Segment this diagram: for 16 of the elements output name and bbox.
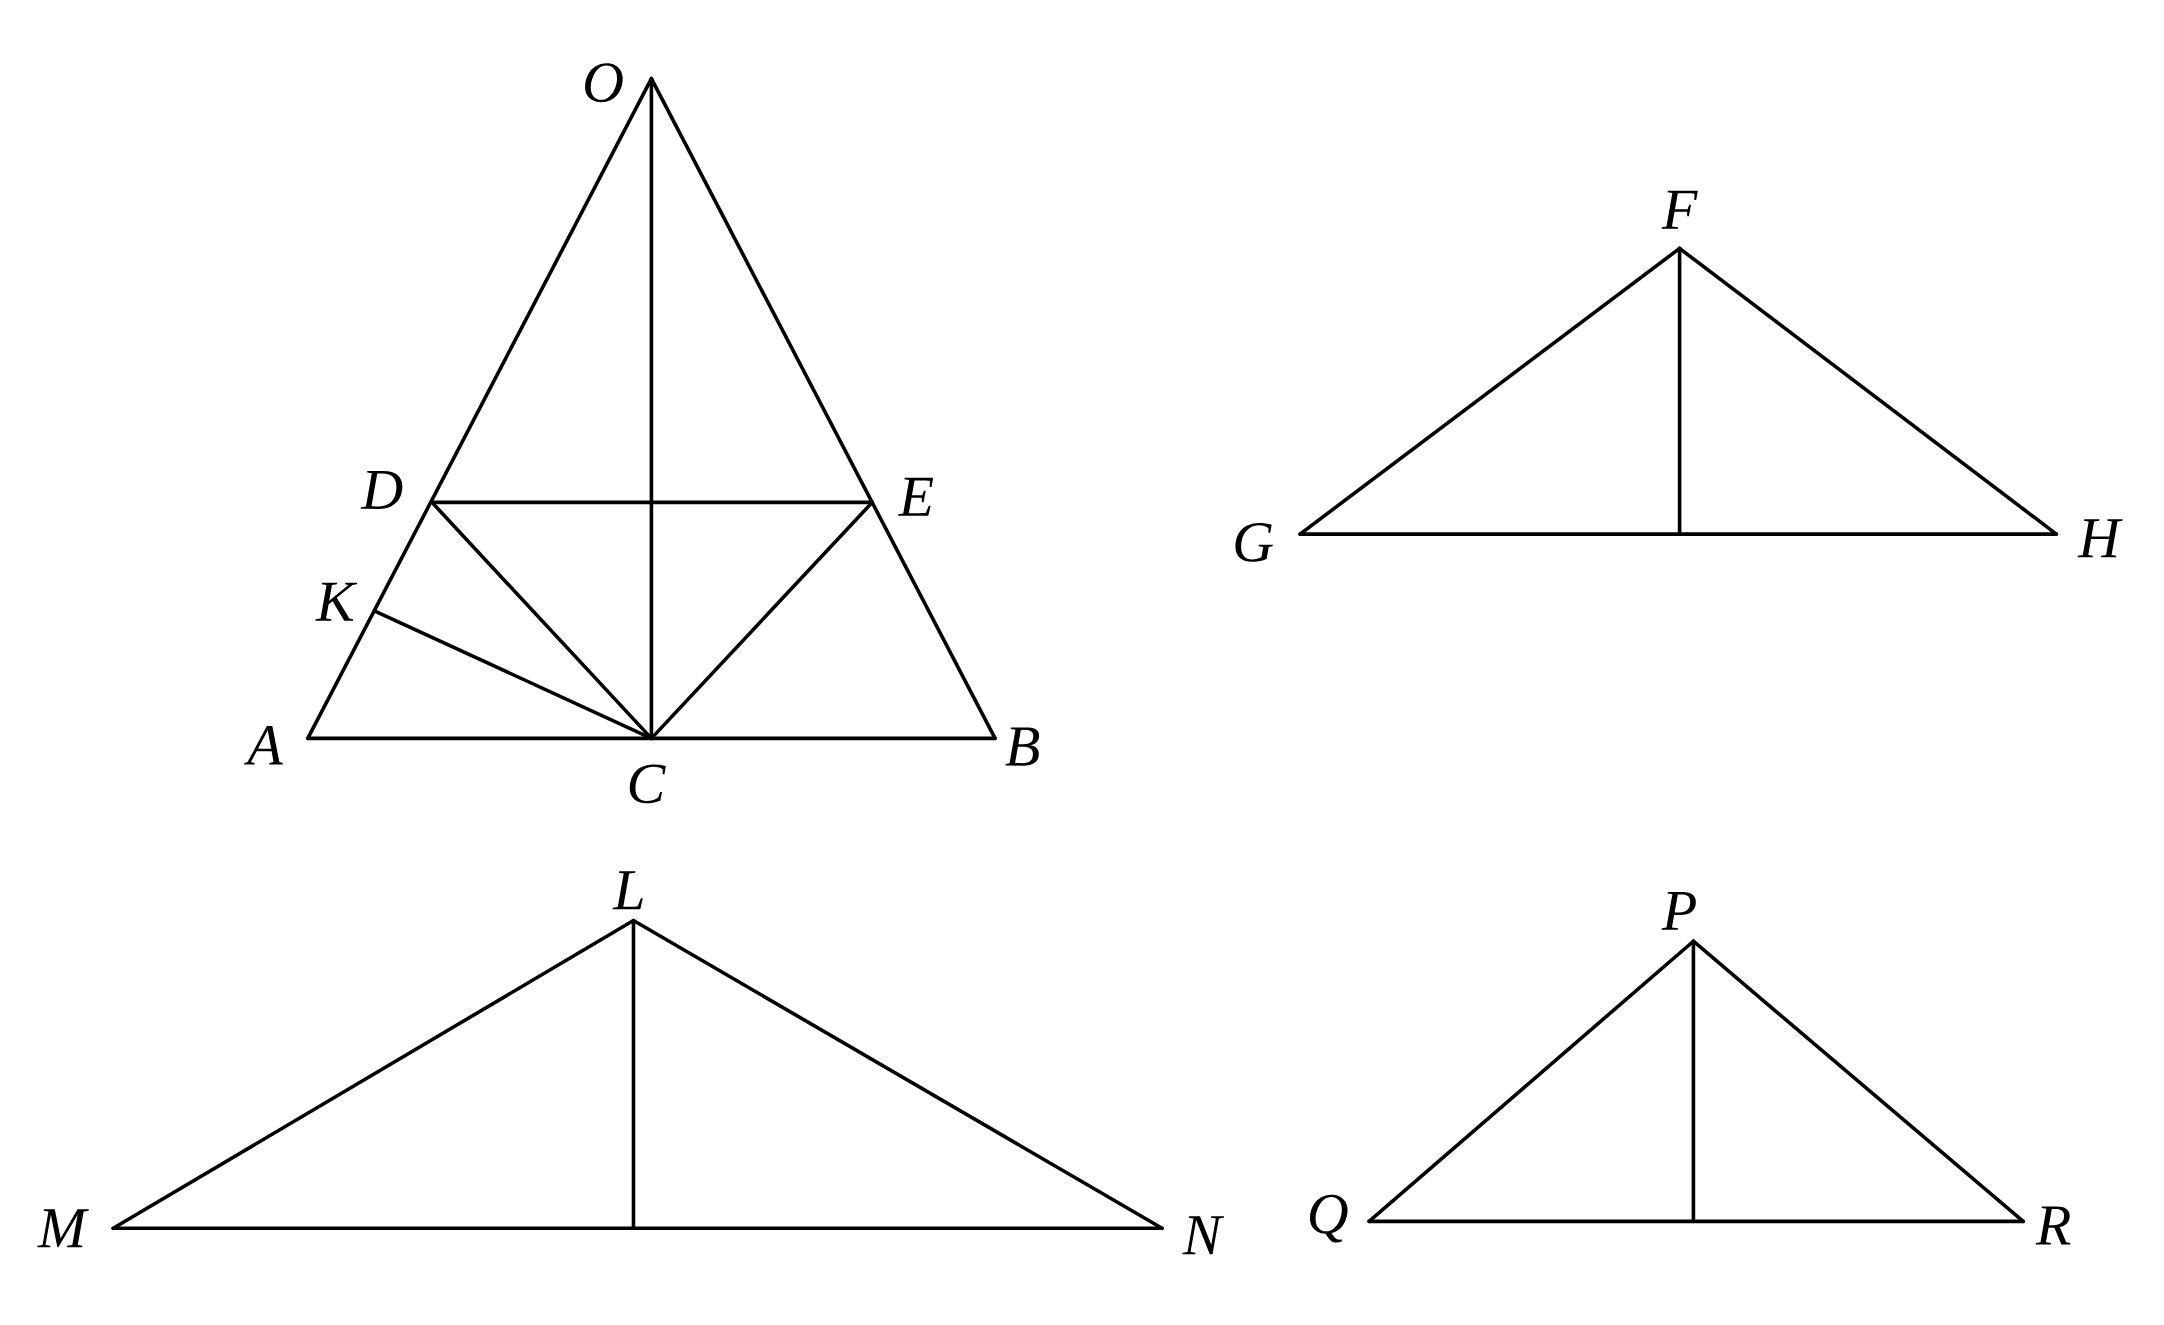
point-label: F bbox=[1661, 190, 1698, 229]
point-label: K bbox=[315, 582, 358, 621]
point-label: G bbox=[1235, 523, 1273, 562]
point-label: N bbox=[1182, 1216, 1225, 1255]
point-label: L bbox=[612, 871, 643, 910]
point-label: P bbox=[1661, 891, 1696, 930]
point-label: A bbox=[244, 726, 283, 765]
point-label: R bbox=[2035, 1206, 2071, 1245]
point-label: Q bbox=[1309, 1194, 1348, 1243]
point-label: H bbox=[2077, 519, 2123, 558]
point-label: D bbox=[360, 470, 403, 509]
point-label: M bbox=[37, 1209, 89, 1248]
point-label: C bbox=[629, 764, 666, 804]
point-label: E bbox=[898, 477, 934, 516]
point-label: B bbox=[1005, 727, 1040, 766]
point-label: O bbox=[585, 63, 623, 103]
